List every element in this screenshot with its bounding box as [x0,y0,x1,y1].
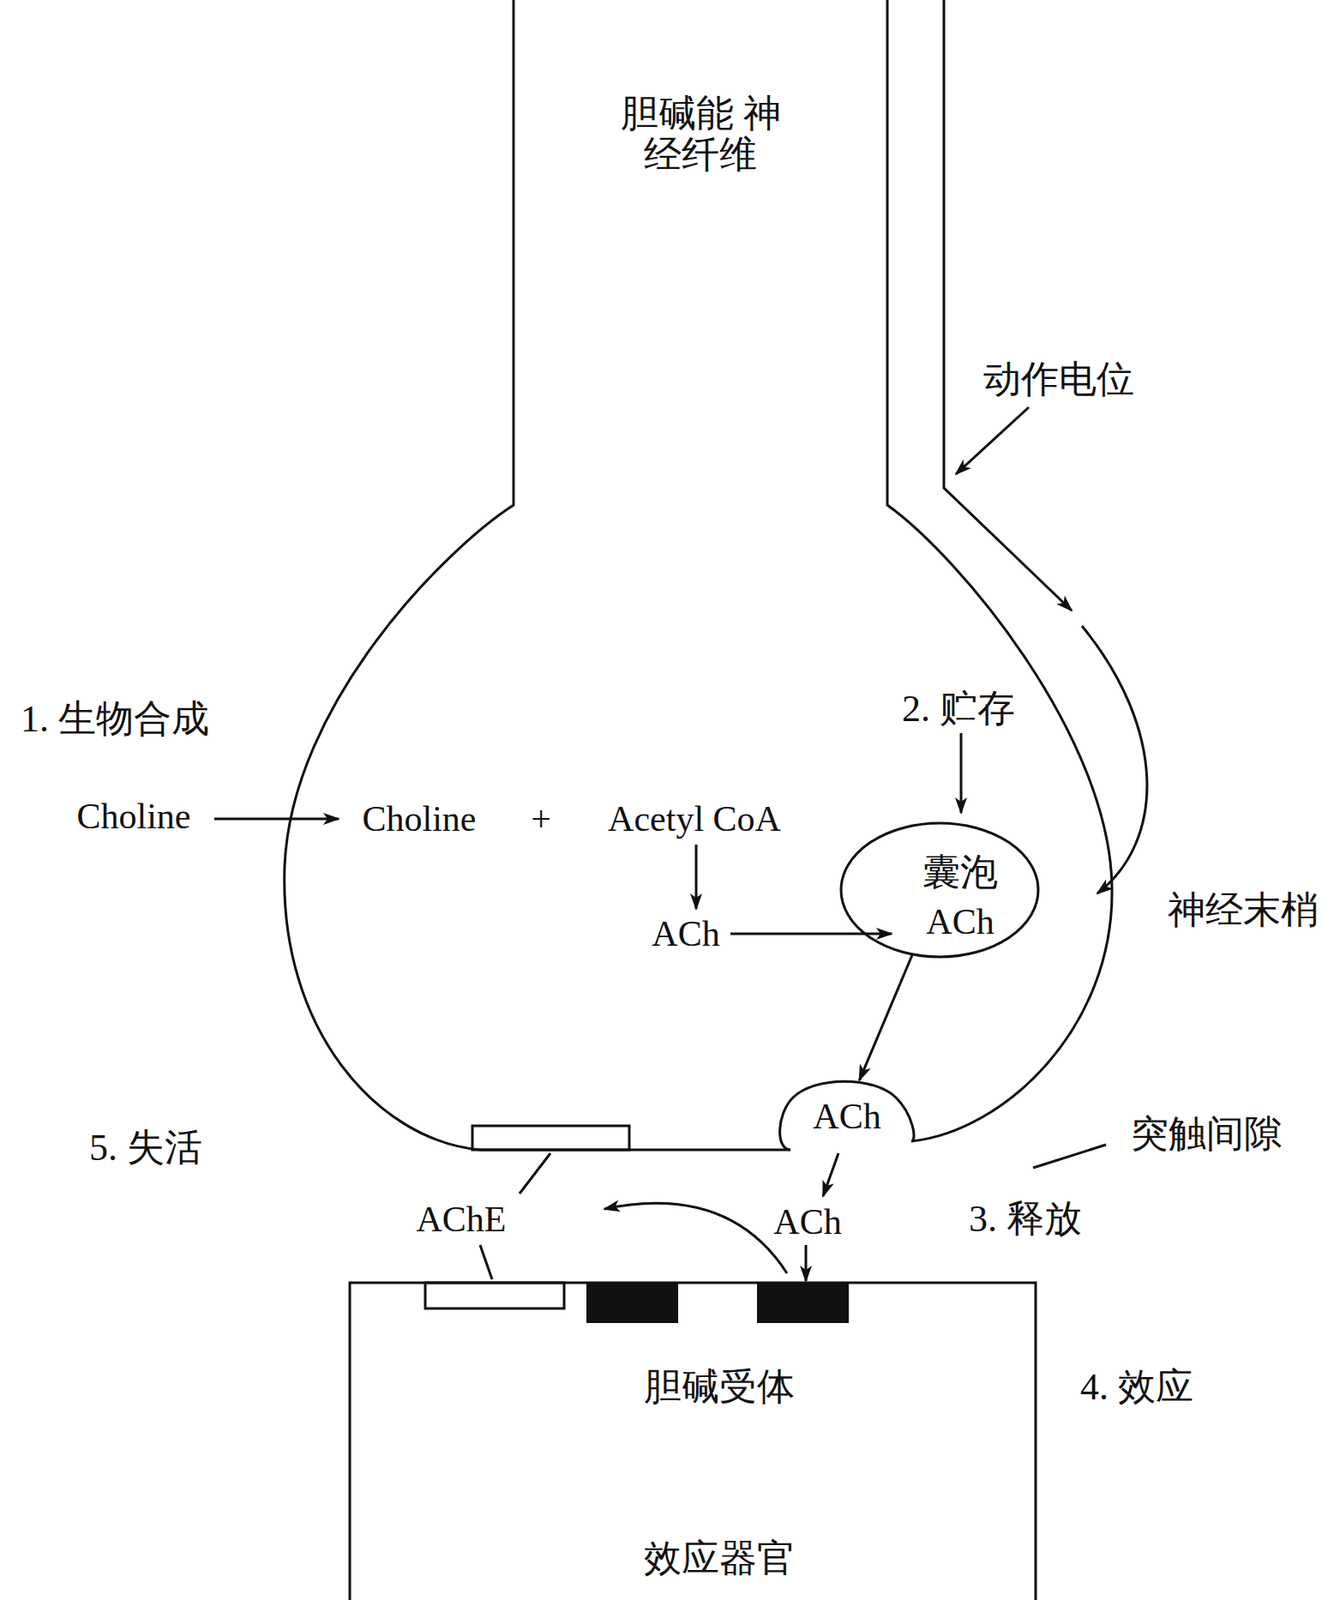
nerve-terminal-membrane [284,0,1112,1150]
leader-line [1033,1144,1106,1168]
effector-organ-membrane [349,1282,1036,1600]
synthesis-arrow [695,844,698,909]
annotation-label: 2. 贮存 [901,688,1016,730]
flow-connector [859,954,913,1081]
annotation-label: 动作电位 [983,359,1135,401]
annotation-label: Choline [362,799,477,839]
pointer-arrow [955,407,1029,475]
synaptic-vesicle: 囊泡 ACh [839,821,1040,959]
uptake-arrow [214,817,339,821]
annotation-label: Acetyl CoA [607,799,782,839]
hydrolysis-arrow [604,1202,788,1274]
receptor-block [757,1282,849,1323]
annotation-label: 5. 失活 [89,1127,203,1169]
action-potential-path [943,0,1072,611]
leader-line [480,1244,493,1280]
node-text: ACh [925,901,994,942]
annotation-label: Choline [77,796,192,836]
annotation-label: AChE [416,1199,507,1239]
node-text: 胆碱能 神经纤维 [618,93,782,177]
action-potential-arrow [1081,625,1148,894]
annotation-label: 1. 生物合成 [20,698,210,740]
effector-organ: 胆碱受体效应器官 [349,1282,1036,1600]
nerve-terminal: 囊泡AChACh胆碱能 神经纤维 [274,0,1132,1158]
storage-pointer [960,733,963,813]
annotation-label: 神经末梢 [1167,889,1319,932]
annotation-label: + [530,799,552,839]
ache-enzyme [472,1125,630,1150]
node-text: 囊泡 [922,852,998,894]
node-text: 效应器官 [643,1538,795,1580]
node-text: ACh [812,1096,881,1136]
vesicle-membrane [841,823,1039,957]
exocytosis-vesicle: ACh [767,1075,922,1155]
annotation-label: ACh [651,913,720,954]
release-arrow [823,1153,839,1196]
exocytosis-vesicle-membrane [780,1081,914,1150]
receptor-block [586,1282,679,1323]
annotation-label: 突触间隙 [1130,1113,1282,1155]
ache-enzyme [425,1282,565,1309]
annotation-label: 4. 效应 [1080,1366,1194,1408]
binding-arrow [805,1244,808,1281]
annotation-label: ACh [773,1201,842,1242]
node-text: 胆碱受体 [643,1366,795,1408]
annotation-label: 3. 释放 [968,1198,1082,1240]
leader-line [519,1153,551,1194]
